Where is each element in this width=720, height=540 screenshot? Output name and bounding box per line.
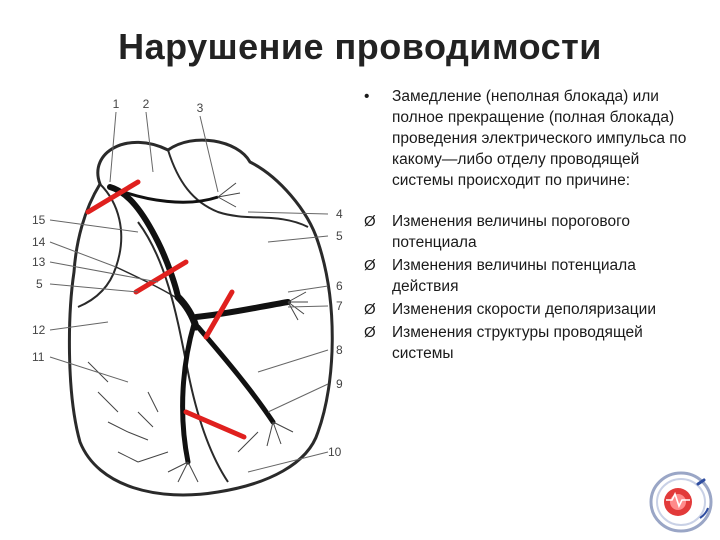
- label-top-1: 1: [113, 97, 120, 111]
- arrow-bullet-icon: Ø: [364, 301, 376, 318]
- cause-item-text: Изменения скорости деполяризации: [392, 301, 656, 318]
- cause-item-text: Изменения структуры проводящей системы: [392, 324, 643, 362]
- arrow-bullet-icon: Ø: [364, 213, 376, 230]
- cause-item: Ø Изменения структуры проводящей системы: [362, 322, 702, 364]
- label-right-7: 7: [336, 299, 343, 313]
- cause-item: Ø Изменения скорости деполяризации: [362, 299, 702, 320]
- slide-content: • Замедление (неполная блокада) или полн…: [362, 86, 702, 366]
- block-mark-right-branch: [183, 409, 247, 440]
- block-marks: [85, 179, 247, 440]
- sa-node-path: [107, 184, 181, 300]
- label-right-4: 4: [336, 207, 343, 221]
- label-right-9: 9: [336, 377, 343, 391]
- intro-bullet-text: Замедление (неполная блокада) или полное…: [392, 88, 687, 189]
- heart-septum: [137, 221, 229, 483]
- label-left-14: 14: [32, 235, 46, 249]
- left-posterior-branch: [195, 324, 276, 425]
- label-left-12: 12: [32, 323, 46, 337]
- cause-item: Ø Изменения величины порогового потенциа…: [362, 211, 702, 253]
- left-atrium: [167, 149, 309, 228]
- right-bundle-branch: [180, 321, 197, 465]
- block-mark-sa: [85, 179, 141, 215]
- cardiology-logo: [648, 470, 714, 534]
- purkinje-fibers: [87, 182, 308, 483]
- bullet-dot: •: [364, 88, 370, 105]
- heart-conduction-diagram: 1 2 3 4 5 6 7 8 9 10 15 14 13 5 12 11: [18, 92, 358, 512]
- label-right-8: 8: [336, 343, 343, 357]
- pointer-lines: [49, 111, 329, 473]
- label-left-13: 13: [32, 255, 46, 269]
- label-right-10: 10: [328, 445, 342, 459]
- label-right-5: 5: [336, 229, 343, 243]
- intro-bullet: • Замедление (неполная блокада) или полн…: [362, 86, 702, 191]
- cause-item: Ø Изменения величины потенциала действия: [362, 255, 702, 297]
- figure-number-labels: 1 2 3 4 5 6 7 8 9 10 15 14 13 5 12 11: [32, 97, 343, 459]
- block-mark-av: [133, 259, 189, 295]
- cause-item-text: Изменения величины потенциала действия: [392, 257, 636, 295]
- label-left-5: 5: [36, 277, 43, 291]
- arrow-bullet-icon: Ø: [364, 324, 376, 341]
- label-left-11: 11: [32, 350, 45, 364]
- label-top-3: 3: [197, 101, 204, 115]
- block-mark-left-branch: [203, 289, 235, 340]
- cause-item-text: Изменения величины порогового потенциала: [392, 213, 631, 251]
- label-right-6: 6: [336, 279, 343, 293]
- arrow-bullet-icon: Ø: [364, 257, 376, 274]
- slide-title: Нарушение проводимости: [118, 26, 602, 67]
- left-bundle-branch: [193, 299, 291, 320]
- heart-outline: [67, 138, 334, 497]
- label-left-15: 15: [32, 213, 46, 227]
- label-top-2: 2: [143, 97, 150, 111]
